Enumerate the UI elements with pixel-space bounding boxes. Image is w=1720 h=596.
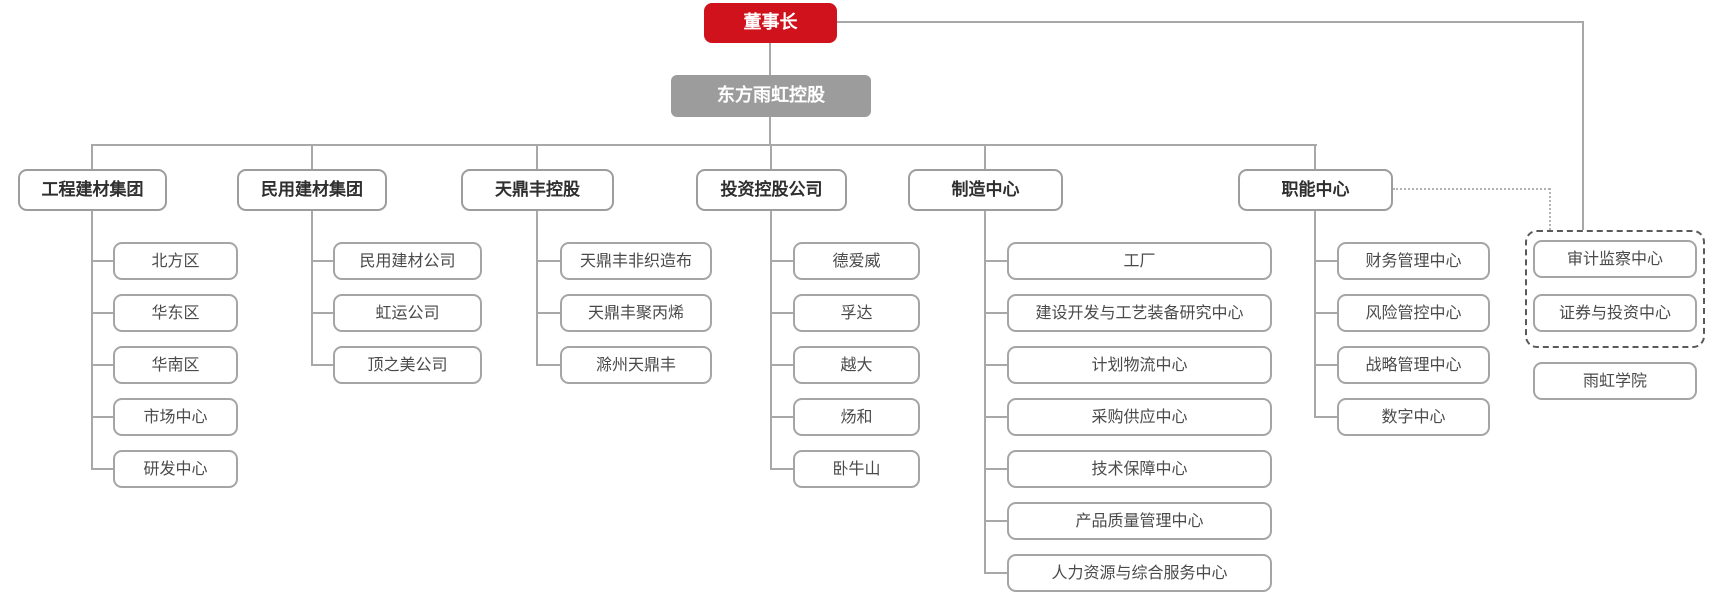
connector-line — [311, 364, 337, 366]
org-node-group-3: 天鼎丰控股 — [461, 169, 614, 211]
connector-line — [769, 117, 771, 144]
connector-line — [536, 209, 538, 366]
connector-line — [984, 416, 1011, 418]
connector-line — [91, 260, 117, 262]
connector-line — [837, 21, 1584, 23]
org-node-holding: 东方雨虹控股 — [671, 75, 871, 117]
connector-line — [92, 144, 1317, 146]
connector-line — [1314, 416, 1341, 418]
org-node-child: 建设开发与工艺装备研究中心 — [1007, 294, 1272, 332]
org-node-board-direct: 证券与投资中心 — [1533, 294, 1697, 332]
org-node-child: 孚达 — [793, 294, 920, 332]
org-node-child: 技术保障中心 — [1007, 450, 1272, 488]
org-node-group-1: 工程建材集团 — [18, 169, 167, 211]
connector-line — [770, 364, 797, 366]
connector-line — [770, 260, 797, 262]
connector-line — [1314, 312, 1341, 314]
connector-line — [770, 144, 772, 171]
org-node-child: 产品质量管理中心 — [1007, 502, 1272, 540]
org-node-child: 滁州天鼎丰 — [560, 346, 712, 384]
connector-line — [311, 260, 337, 262]
connector-line-dotted — [1549, 188, 1551, 230]
org-node-child: 天鼎丰非织造布 — [560, 242, 712, 280]
org-node-child: 炀和 — [793, 398, 920, 436]
org-node-group-6: 职能中心 — [1238, 169, 1393, 211]
org-node-child: 华南区 — [113, 346, 238, 384]
org-node-child: 天鼎丰聚丙烯 — [560, 294, 712, 332]
org-node-child: 北方区 — [113, 242, 238, 280]
org-node-academy: 雨虹学院 — [1533, 362, 1697, 400]
org-node-child: 研发中心 — [113, 450, 238, 488]
connector-line — [91, 364, 117, 366]
org-node-child: 市场中心 — [113, 398, 238, 436]
connector-line — [984, 468, 1011, 470]
connector-line — [91, 144, 93, 171]
connector-line — [536, 312, 564, 314]
org-node-chairman: 董事长 — [704, 3, 837, 43]
org-node-child: 越大 — [793, 346, 920, 384]
connector-line — [1314, 260, 1341, 262]
connector-line — [984, 209, 986, 574]
org-node-group-5: 制造中心 — [908, 169, 1063, 211]
connector-line — [1314, 144, 1316, 171]
org-node-child: 计划物流中心 — [1007, 346, 1272, 384]
connector-line — [536, 364, 564, 366]
connector-line — [770, 416, 797, 418]
org-node-child: 采购供应中心 — [1007, 398, 1272, 436]
org-node-child: 卧牛山 — [793, 450, 920, 488]
connector-line — [91, 209, 93, 470]
connector-line-dotted — [1393, 188, 1550, 190]
connector-line — [770, 312, 797, 314]
org-node-child: 战略管理中心 — [1337, 346, 1490, 384]
connector-line — [1314, 364, 1341, 366]
connector-line — [91, 312, 117, 314]
connector-line — [311, 209, 313, 366]
connector-line — [536, 260, 564, 262]
connector-line — [984, 520, 1011, 522]
connector-line — [984, 312, 1011, 314]
connector-line — [536, 144, 538, 171]
connector-line — [91, 416, 117, 418]
org-node-child: 风险管控中心 — [1337, 294, 1490, 332]
org-node-child: 民用建材公司 — [333, 242, 482, 280]
connector-line — [984, 572, 1011, 574]
connector-line — [770, 468, 797, 470]
org-node-child: 数字中心 — [1337, 398, 1490, 436]
connector-line — [1582, 21, 1584, 230]
org-node-group-2: 民用建材集团 — [237, 169, 387, 211]
org-node-child: 德爱威 — [793, 242, 920, 280]
org-node-board-direct: 审计监察中心 — [1533, 240, 1697, 278]
connector-line — [770, 209, 772, 470]
connector-line — [311, 312, 337, 314]
org-node-child: 华东区 — [113, 294, 238, 332]
connector-line — [769, 43, 771, 75]
org-node-child: 顶之美公司 — [333, 346, 482, 384]
org-node-child: 工厂 — [1007, 242, 1272, 280]
connector-line — [91, 468, 117, 470]
org-node-child: 财务管理中心 — [1337, 242, 1490, 280]
connector-line — [984, 144, 986, 171]
org-node-child: 虹运公司 — [333, 294, 482, 332]
org-node-group-4: 投资控股公司 — [696, 169, 847, 211]
connector-line — [311, 144, 313, 171]
connector-line — [984, 260, 1011, 262]
connector-line — [984, 364, 1011, 366]
org-node-child: 人力资源与综合服务中心 — [1007, 554, 1272, 592]
